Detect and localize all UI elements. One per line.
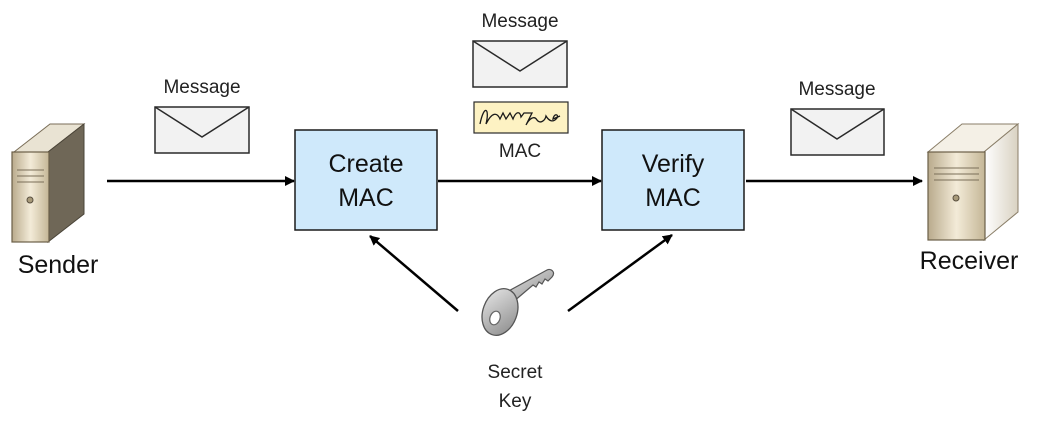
sender-server-icon (11, 122, 86, 244)
message-label-1: Message (163, 77, 240, 98)
receiver-label: Receiver (920, 247, 1019, 275)
verify-mac-line1: Verify (642, 150, 705, 178)
create-mac-box: Create MAC (294, 129, 438, 231)
message-label-3: Message (798, 79, 875, 100)
create-mac-line1: Create (328, 150, 403, 178)
sender-label: Sender (18, 251, 99, 279)
create-mac-line2: MAC (338, 184, 394, 212)
arrow-key-to-create (369, 235, 459, 312)
key-icon (481, 268, 555, 336)
envelope-icon (472, 40, 568, 88)
envelope-icon (154, 106, 250, 154)
verify-mac-box: Verify MAC (601, 129, 745, 231)
verify-mac-line2: MAC (645, 184, 701, 212)
signature-icon (479, 109, 561, 126)
mac-tag (473, 101, 569, 134)
arrow-key-to-verify (567, 233, 673, 313)
receiver-server-icon (926, 122, 1020, 242)
message-label-2: Message (481, 11, 558, 32)
secret-key-line1: Secret (488, 362, 544, 383)
secret-key-line2: Key (499, 391, 532, 412)
envelope-icon (790, 108, 885, 156)
mac-tag-label: MAC (499, 141, 541, 162)
